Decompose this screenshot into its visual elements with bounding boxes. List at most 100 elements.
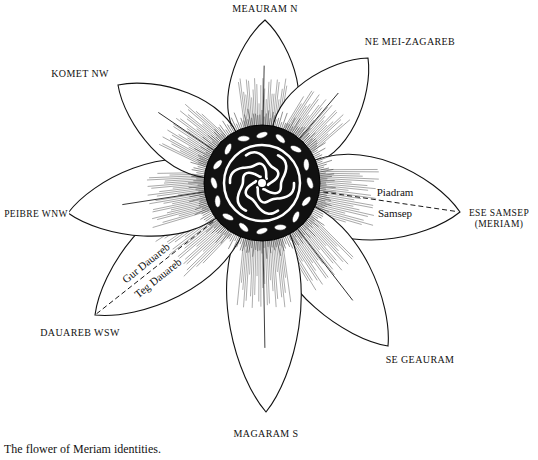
disk-ray — [316, 201, 331, 206]
petal-outline — [225, 222, 303, 412]
disk-ray — [319, 180, 335, 181]
petal-hatch — [290, 99, 321, 135]
disk-ray — [246, 239, 249, 253]
fish-motif — [215, 195, 221, 207]
disk-ray — [310, 143, 325, 153]
petal-hatch — [265, 99, 266, 127]
petal-hatch — [250, 239, 254, 296]
disk-ray — [266, 240, 267, 259]
petal — [225, 222, 303, 412]
disk-ray — [255, 114, 256, 127]
petals — [62, 19, 466, 412]
petal-hatch — [256, 239, 258, 276]
disk-ray — [281, 237, 285, 249]
petal-hatch — [163, 195, 207, 203]
disk-ray — [304, 133, 316, 144]
disk-ray — [271, 112, 273, 127]
disk-ray — [316, 202, 327, 206]
petal-hatch — [156, 206, 209, 220]
petal-hatch — [151, 204, 209, 218]
petal-midrib — [297, 229, 352, 300]
fish-motif — [255, 226, 268, 235]
disk-ray — [228, 234, 236, 249]
petal-label: Piadram — [376, 186, 415, 199]
disk-ray — [189, 187, 205, 188]
disk-ray — [267, 110, 269, 126]
petal-hatch — [265, 239, 267, 305]
petal-hatch — [268, 239, 270, 280]
disk-ray — [265, 113, 267, 126]
disk-ray — [211, 135, 220, 144]
petal-hatch — [178, 111, 223, 144]
disk-ray — [294, 230, 303, 243]
worm-motif — [238, 173, 261, 211]
disk-ray — [214, 129, 224, 140]
disk-ray — [291, 118, 300, 134]
fish-motif — [274, 133, 287, 145]
disk-ray — [189, 194, 206, 197]
disk-ray — [197, 160, 209, 164]
compass-label: MEAURAM N — [231, 3, 299, 15]
petal-hatch — [309, 215, 337, 249]
disk-ray — [300, 226, 311, 238]
disk-ray — [319, 176, 332, 177]
disk-ray — [241, 118, 245, 129]
petal-hatch — [319, 177, 352, 184]
compass-label: ESE SAMSEP (MERIAM) — [463, 208, 535, 230]
disk-ray — [318, 169, 333, 172]
petal-hatch — [162, 138, 206, 171]
disk-ray — [233, 235, 240, 250]
petal-hatch — [171, 140, 207, 167]
petal-hatch — [259, 103, 260, 127]
disk-ray — [237, 236, 241, 247]
disk-ray — [192, 174, 205, 176]
petal-midrib — [158, 112, 214, 150]
disk-ray — [234, 113, 241, 130]
disk-ray — [262, 240, 263, 253]
compass-label: MAGARAM S — [232, 428, 299, 440]
disk-ray — [318, 168, 329, 171]
disk-ray — [221, 230, 230, 243]
disk-ray — [318, 192, 328, 194]
disk-ray — [220, 125, 229, 137]
petal-hatch — [300, 105, 332, 143]
petal-hatch — [172, 197, 208, 204]
disk-ray — [257, 240, 259, 251]
petal-hatch — [187, 137, 213, 155]
petal-hatch — [317, 195, 374, 205]
compass-label: NE MEI-ZAGAREB — [364, 36, 456, 48]
disk-ray — [231, 123, 236, 132]
fish-motif — [291, 210, 301, 223]
petal-hatch — [310, 132, 328, 153]
petal-hatch — [311, 120, 342, 156]
petal-hatch — [258, 239, 261, 301]
petal-hatch — [256, 84, 259, 127]
compass-label: SE GEAURAM — [385, 354, 456, 366]
disk-ray — [262, 110, 263, 126]
disk-ray — [285, 235, 290, 247]
petal-label: Samsep — [377, 207, 413, 220]
disk-ray — [201, 209, 211, 214]
petal-hatch — [170, 135, 209, 164]
petal-hatch — [183, 230, 231, 270]
disk-ray — [319, 190, 337, 192]
disk — [204, 125, 320, 241]
fish-motif — [212, 158, 224, 171]
petal-hatch — [320, 171, 379, 186]
petal-hatch — [193, 111, 228, 137]
petal-hatch — [173, 126, 214, 154]
petal-hatch — [321, 161, 378, 178]
petal-hatch — [303, 109, 336, 147]
petal-hatch — [278, 239, 285, 308]
disk-ring — [224, 145, 300, 221]
disk-ray — [203, 210, 212, 215]
petal-hatch — [318, 183, 368, 192]
petal-midrib — [263, 66, 264, 125]
petal-hatch — [283, 92, 318, 132]
disk-ray — [253, 240, 255, 257]
disk-ray — [190, 162, 207, 167]
disk-ray — [259, 240, 260, 251]
disk-ray — [314, 207, 324, 212]
disk-ray — [212, 223, 222, 233]
petal-hatch — [317, 192, 361, 199]
